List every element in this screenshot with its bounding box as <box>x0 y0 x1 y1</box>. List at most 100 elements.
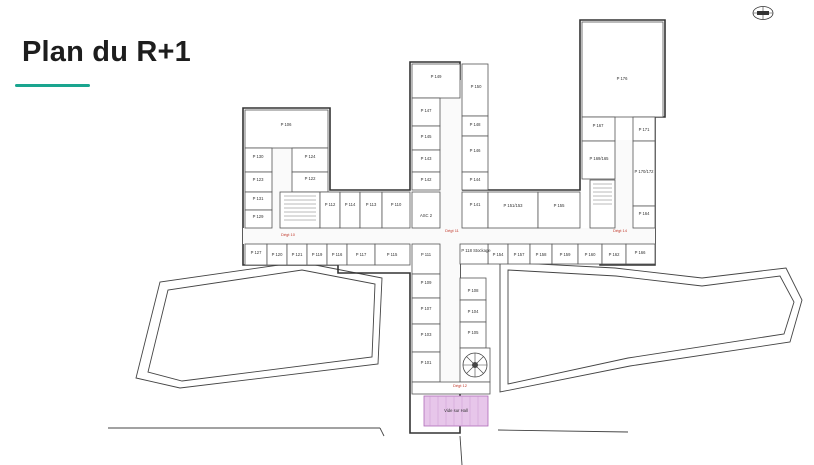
label-vide-sur-hall: Vide sur Hall <box>444 408 468 413</box>
room-p129 <box>244 209 273 229</box>
label-p150: P 150 <box>471 84 483 89</box>
label-asc: ASC 2 <box>420 213 433 218</box>
label-p157: P 157 <box>514 252 526 257</box>
label-p169-165: P 169/165 <box>589 156 609 161</box>
label-p141: P 141 <box>470 202 482 207</box>
corridors <box>243 80 655 394</box>
room-p176 <box>581 21 664 118</box>
label-p145: P 145 <box>421 134 433 139</box>
room-p101 <box>411 351 441 383</box>
room-p113 <box>359 191 383 229</box>
label-p107: P 107 <box>421 306 433 311</box>
label-p104: P 104 <box>468 309 480 314</box>
label-p117: P 117 <box>356 252 367 257</box>
label-p120: P 120 <box>272 252 284 257</box>
label-p121: P 121 <box>292 252 304 257</box>
landing <box>411 381 491 395</box>
room-p141 <box>461 191 489 229</box>
label-p160: P 160 <box>585 252 597 257</box>
label-p164: P 164 <box>639 211 651 216</box>
label-p123: P 123 <box>253 177 265 182</box>
label-p142: P 142 <box>421 177 433 182</box>
evacuation-labels: Dégt 10 Dégt 11 Dégt 14 Dégt 12 <box>281 228 628 388</box>
room-p142 <box>411 171 441 191</box>
room-p150 <box>461 63 489 117</box>
label-p162: P 162 <box>609 252 621 257</box>
stair-west-icon <box>284 195 316 221</box>
room-p122 <box>291 171 329 193</box>
title-underline <box>15 84 90 87</box>
label-p103: P 103 <box>421 332 433 337</box>
room-p149 <box>411 63 461 99</box>
room-p105 <box>459 321 487 349</box>
label-p159: P 159 <box>560 252 572 257</box>
spiral-stair-icon <box>462 352 488 378</box>
room-labels: P 106 P 130 P 124 P 123 P 122 P 131 P 12… <box>251 74 655 413</box>
label-p170-172: P 170/172 <box>634 169 654 174</box>
hall-hatch <box>429 396 479 426</box>
label-p127: P 127 <box>251 250 263 255</box>
label-p176: P 176 <box>617 76 629 81</box>
room-p151-153 <box>487 191 539 229</box>
label-p113: P 113 <box>366 202 377 207</box>
stair-east-icon <box>593 183 612 205</box>
label-p112: P 112 <box>325 202 336 207</box>
hall-void <box>423 395 489 427</box>
label-p143: P 143 <box>421 156 433 161</box>
label-p119: P 119 <box>312 252 323 257</box>
label-p108: P 108 <box>468 288 480 293</box>
room-p115 <box>374 243 411 266</box>
room-p123 <box>244 171 273 193</box>
room-p124 <box>291 147 329 173</box>
room-p112 <box>319 191 341 229</box>
label-dégt-10: Dégt 10 <box>281 232 296 237</box>
label-p129: P 129 <box>253 214 265 219</box>
label-p155: P 155 <box>554 203 566 208</box>
label-dégt-12: Dégt 12 <box>453 383 468 388</box>
label-p149: P 149 <box>431 74 443 79</box>
label-p124: P 124 <box>305 154 317 159</box>
label-p166: P 166 <box>635 250 647 255</box>
room-p147 <box>411 97 441 127</box>
room-p155 <box>537 191 581 229</box>
label-p122: P 122 <box>305 176 317 181</box>
north-wing <box>411 63 581 229</box>
label-p158: P 158 <box>536 252 548 257</box>
label-p167: P 167 <box>593 123 605 128</box>
room-p107 <box>411 297 441 325</box>
label-dégt-14: Dégt 14 <box>613 228 628 233</box>
label-p131: P 131 <box>253 196 265 201</box>
room-p144 <box>461 171 489 191</box>
label-p109: P 109 <box>421 280 433 285</box>
label-p105: P 105 <box>468 330 480 335</box>
compass-icon <box>752 6 774 20</box>
room-p146 <box>461 135 489 173</box>
room-p166 <box>625 243 656 265</box>
room-p143 <box>411 149 441 173</box>
label-p146: P 146 <box>470 148 482 153</box>
east-wing <box>487 21 664 265</box>
label-p106: P 106 <box>281 122 293 127</box>
room-p145 <box>411 125 441 151</box>
south-wing <box>411 243 491 427</box>
room-p130 <box>244 147 273 173</box>
room-p109 <box>411 273 441 299</box>
room-p111 <box>411 243 441 275</box>
west-wing <box>244 109 411 266</box>
label-p115: P 115 <box>387 252 398 257</box>
room-p131 <box>244 191 273 211</box>
label-p171: P 171 <box>639 127 651 132</box>
label-p110: P 110 <box>391 202 402 207</box>
label-p151-153: P 151/153 <box>503 203 523 208</box>
label-p111: P 111 <box>421 252 432 257</box>
label-p130: P 130 <box>253 154 265 159</box>
room-p103 <box>411 323 441 353</box>
label-p114: P 114 <box>345 202 356 207</box>
label-p101: P 101 <box>421 360 433 365</box>
room-p114 <box>339 191 361 229</box>
page-title: Plan du R+1 <box>22 36 191 68</box>
label-p154: P 154 <box>493 252 505 257</box>
room-p164 <box>632 205 656 229</box>
room-p118-stockage <box>459 243 489 265</box>
